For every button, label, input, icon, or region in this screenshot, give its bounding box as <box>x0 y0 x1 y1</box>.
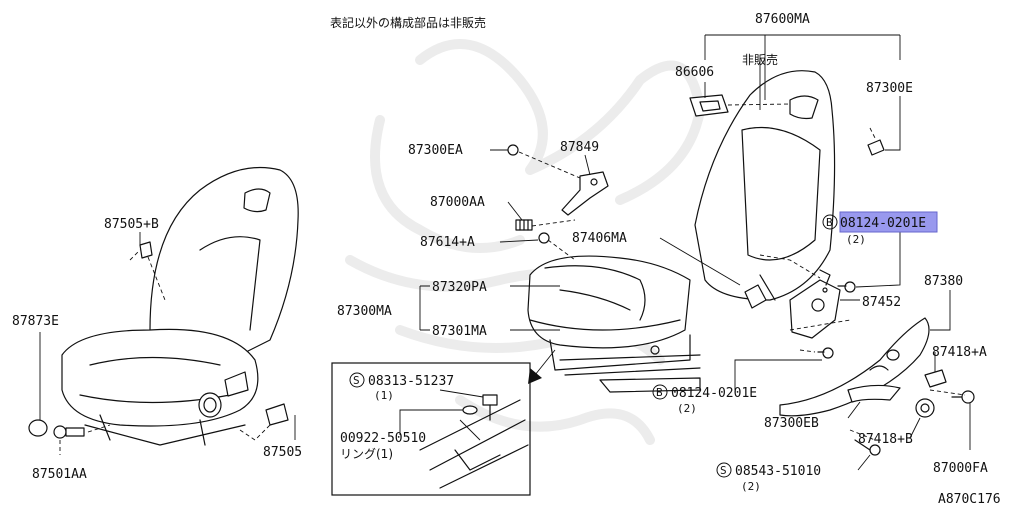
seat-cushion-assembly <box>527 255 701 393</box>
label-not-sold: 非販売 <box>742 52 778 67</box>
leader-lines <box>139 34 971 471</box>
assembled-seat-illustration <box>61 167 299 446</box>
label-87418A: 87418+A <box>932 345 987 360</box>
label-87501AA: 87501AA <box>32 467 87 482</box>
detail-inset <box>331 362 531 496</box>
highlight-box <box>839 211 938 233</box>
circle-b-letter: B <box>826 216 833 229</box>
part-87614A-washer <box>538 232 550 244</box>
right-dashed-leads <box>759 254 851 353</box>
part-08543-screw <box>854 439 881 456</box>
label-08124-0201E-bottom: 08124-0201E <box>671 386 757 401</box>
label-08313-51237-qty: (1) <box>374 389 394 402</box>
part-87505-bracket <box>239 403 289 441</box>
part-87501AA-bolt <box>53 424 111 455</box>
lower-dashed-leads <box>849 389 966 441</box>
circle-s-letter: S <box>720 464 727 477</box>
label-87000FA: 87000FA <box>933 461 988 476</box>
label-87380: 87380 <box>924 274 963 289</box>
part-87873E-cap <box>28 332 48 437</box>
circle-b-marker <box>822 214 838 230</box>
part-87505B-clip <box>139 241 166 301</box>
label-87418B: 87418+B <box>858 432 913 447</box>
label-86606: 86606 <box>675 65 714 80</box>
part-87406MA-cover <box>744 284 767 309</box>
callout-08313-51237: S 08313-51237 (1) <box>349 372 454 402</box>
part-87418B-knob <box>915 398 935 418</box>
label-87849: 87849 <box>560 140 599 155</box>
part-87849-lever <box>561 171 609 216</box>
part-87418A-knob <box>924 369 947 388</box>
label-87505B: 87505+B <box>104 217 159 232</box>
part-86606-escutcheon <box>689 94 791 117</box>
diagram-code: A870C176 <box>938 492 1001 507</box>
label-87300E: 87300E <box>866 81 913 96</box>
label-87300EA: 87300EA <box>408 143 463 158</box>
lead-87505B <box>129 249 141 261</box>
label-ring: リング(1) <box>340 447 393 461</box>
label-87300EB: 87300EB <box>764 416 819 431</box>
label-87873E: 87873E <box>12 314 59 329</box>
highlighted-part-08124-0201E[interactable]: B 08124-0201E (2) <box>822 211 938 246</box>
part-08124-top-bolt <box>837 281 856 293</box>
label-87614A: 87614+A <box>420 235 475 250</box>
label-08124-0201E-bottom-qty: (2) <box>677 402 697 415</box>
label-87320PA: 87320PA <box>432 280 487 295</box>
part-08124-bottom-bolt <box>817 347 834 359</box>
header-note: 表記以外の構成部品は非販売 <box>330 15 486 30</box>
label-87406MA: 87406MA <box>572 231 627 246</box>
callout-08124-0201E-bottom: B 08124-0201E (2) <box>652 384 757 415</box>
label-87600MA: 87600MA <box>755 12 810 27</box>
label-87300MA: 87300MA <box>337 304 392 319</box>
label-08313-51237: 08313-51237 <box>368 374 454 389</box>
label-00922-50510: 00922-50510 <box>340 431 426 446</box>
inset-pointer-arrow <box>528 349 556 384</box>
label-08543-51010-qty: (2) <box>741 480 761 493</box>
part-87000AA-screw <box>515 219 533 231</box>
callout-08543-51010: S 08543-51010 (2) <box>716 462 821 493</box>
label-87452: 87452 <box>862 295 901 310</box>
circle-b-letter-bottom: B <box>656 386 663 399</box>
part-87300E-cap <box>867 127 885 156</box>
label-08124-0201E-top-qty: (2) <box>846 233 866 246</box>
label-08543-51010: 08543-51010 <box>735 464 821 479</box>
label-87505: 87505 <box>263 445 302 460</box>
label-08124-0201E-top: 08124-0201E <box>840 216 926 231</box>
label-87301MA: 87301MA <box>432 324 487 339</box>
circle-s-letter-inset: S <box>353 374 360 387</box>
part-87000FA-pin <box>951 390 975 404</box>
center-dashed-leads <box>531 219 576 261</box>
seat-back-assembly <box>694 70 836 301</box>
part-87300EB-lever <box>847 384 901 403</box>
label-87000AA: 87000AA <box>430 195 485 210</box>
